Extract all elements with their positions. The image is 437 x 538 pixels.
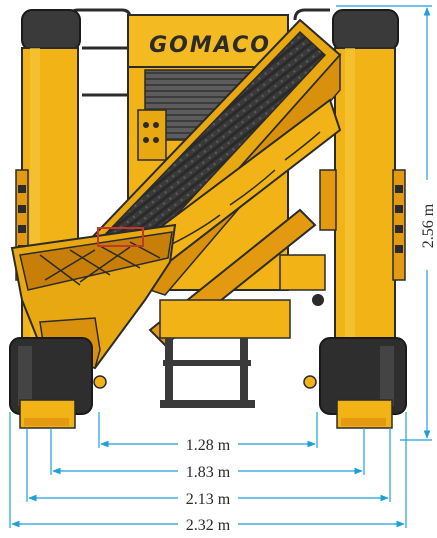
width-dimension-2: 1.83 m [52, 464, 363, 481]
width-label-1: 1.28 m [186, 437, 231, 454]
lower-frame [148, 208, 326, 408]
width-label-2: 1.83 m [186, 464, 231, 481]
dimension-annotations: 2.56 m 1.28 m 1.83 m [9, 5, 437, 534]
width-label-3: 2.13 m [186, 491, 231, 508]
gomaco-machine-illustration: GOMACO [9, 8, 407, 429]
right-leg-column [319, 9, 406, 344]
brand-logo: GOMACO [149, 33, 271, 58]
height-label: 2.56 m [420, 203, 437, 248]
height-dimension: 2.56 m [336, 5, 437, 441]
width-dimension-4: 2.32 m [11, 517, 405, 534]
width-dimension-1: 1.28 m [100, 437, 316, 454]
right-track [303, 337, 407, 429]
width-extension-lines [9, 412, 407, 528]
width-dimension-3: 2.13 m [28, 491, 389, 508]
width-label-4: 2.32 m [186, 517, 231, 534]
left-track [9, 337, 107, 429]
